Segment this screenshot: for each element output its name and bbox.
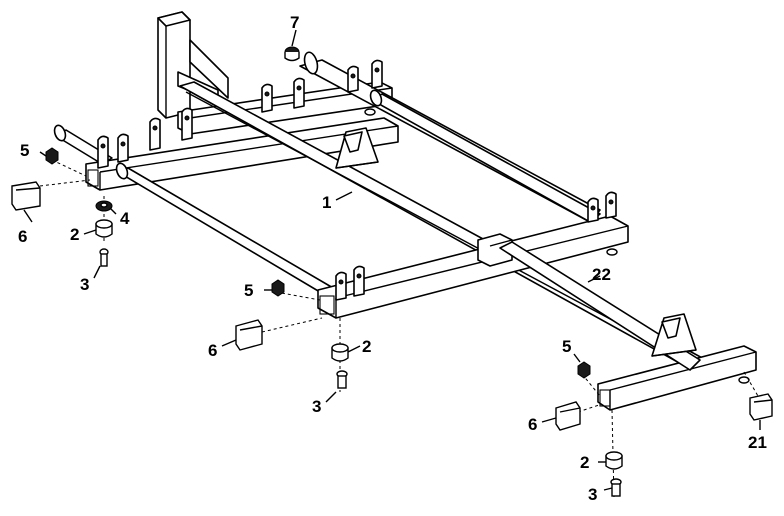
callout-5-middle: 5 — [244, 281, 253, 300]
callout-3-right: 3 — [588, 485, 597, 504]
bracket-middle-2 — [353, 265, 365, 297]
callout-6-right: 6 — [528, 415, 537, 434]
foot-item-2 — [95, 219, 113, 238]
callout-2-middle: 2 — [362, 337, 371, 356]
frame-feet — [364, 108, 750, 384]
end-cap-item-6-middle — [235, 319, 263, 351]
nut-item-5 — [45, 147, 59, 165]
bracket-rear-1 — [149, 117, 161, 151]
foot-item-2-right — [605, 451, 623, 470]
callout-7: 7 — [290, 13, 299, 32]
center-sleeve — [477, 233, 513, 267]
bracket-middle-1 — [335, 271, 347, 301]
bolt-item-3 — [99, 248, 109, 267]
callout-2-right: 2 — [580, 453, 589, 472]
hardware-left-corner — [11, 147, 113, 267]
end-cap-item-6-right — [555, 401, 581, 431]
front-round-tube — [115, 162, 341, 299]
bracket-right-mid-2 — [605, 191, 617, 219]
washer-item-4 — [95, 200, 113, 212]
callout-22: 22 — [592, 265, 611, 284]
bracket-right-mid-1 — [587, 197, 599, 223]
callout-6-middle: 6 — [208, 341, 217, 360]
end-cap-item-6 — [11, 181, 41, 211]
bracket-front-left-1 — [97, 135, 109, 169]
nut-item-5-right — [577, 361, 591, 379]
callout-6-left: 6 — [18, 227, 27, 246]
callout-5-right: 5 — [562, 337, 571, 356]
bracket-rear-3 — [261, 83, 273, 113]
callout-4: 4 — [120, 209, 130, 228]
bracket-right-rear-2 — [371, 59, 383, 89]
callout-2-left: 2 — [70, 225, 79, 244]
callout-21: 21 — [748, 433, 767, 452]
callout-3-left: 3 — [80, 275, 89, 294]
bracket-front-left-2 — [117, 133, 129, 163]
bolt-item-3-right — [610, 478, 622, 497]
callout-3-middle: 3 — [312, 397, 321, 416]
hardware-right-corner — [555, 361, 773, 499]
leader-lines — [23, 151, 761, 491]
bracket-rear-2 — [181, 107, 193, 141]
end-cap-item-21 — [743, 371, 773, 421]
callout-1: 1 — [322, 193, 331, 212]
bolt-item-3-middle — [336, 370, 348, 389]
right-side-rail — [597, 345, 757, 411]
bracket-right-rear-1 — [347, 65, 359, 93]
plug-item-7 — [284, 29, 300, 62]
saddle-support-center — [335, 127, 379, 169]
callout-5-left: 5 — [20, 141, 29, 160]
extension-tube-22 — [499, 241, 701, 371]
hardware-middle-corner — [235, 279, 349, 392]
mounting-brackets — [97, 59, 617, 301]
foot-item-2-middle — [331, 343, 349, 362]
saddle-support-right — [651, 313, 697, 357]
right-round-tube — [369, 89, 601, 223]
nut-item-5-middle — [271, 279, 285, 297]
bracket-rear-4 — [293, 77, 305, 109]
callout-labels: 1 22 7 5 4 2 3 6 5 2 6 3 5 6 2 3 21 — [18, 13, 767, 504]
